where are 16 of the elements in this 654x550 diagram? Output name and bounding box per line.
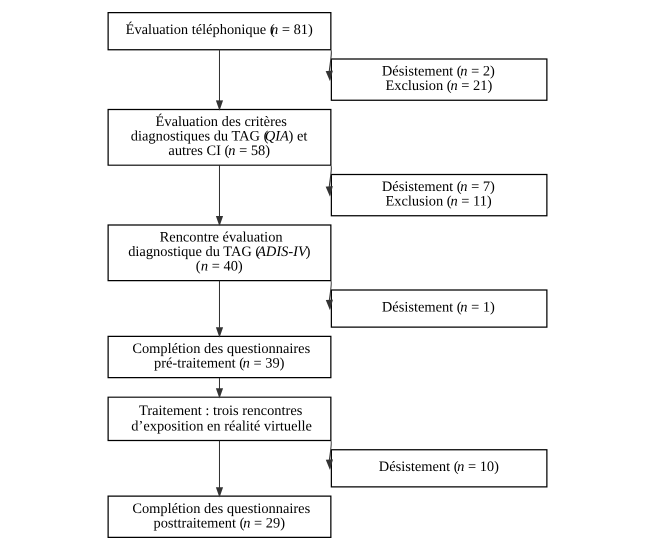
- node-box: Complétion des questionnaires posttraitement (n = 29): [107, 496, 331, 538]
- arrow: [325, 280, 332, 310]
- arrow: [215, 440, 223, 498]
- node-box: Complétion des questionnaires pré-traitement (n = 39): [107, 336, 331, 378]
- arrow: [215, 280, 223, 338]
- node-box: Désistement (n = 2) Exclusion (n = 21): [330, 58, 547, 101]
- arrow: [325, 440, 332, 470]
- arrow: [215, 50, 223, 111]
- node-box: Traitement : trois rencontres d’exposition en réalité virtuelle: [107, 396, 331, 442]
- node-box: Désistement (n = 10): [330, 449, 547, 488]
- node-box: Désistement (n = 7) Exclusion (n = 11): [330, 174, 547, 216]
- node-box: Désistement (n = 1): [330, 289, 547, 328]
- arrow: [325, 165, 332, 197]
- arrow: [325, 50, 332, 82]
- arrow: [215, 165, 223, 226]
- arrow: [215, 378, 223, 399]
